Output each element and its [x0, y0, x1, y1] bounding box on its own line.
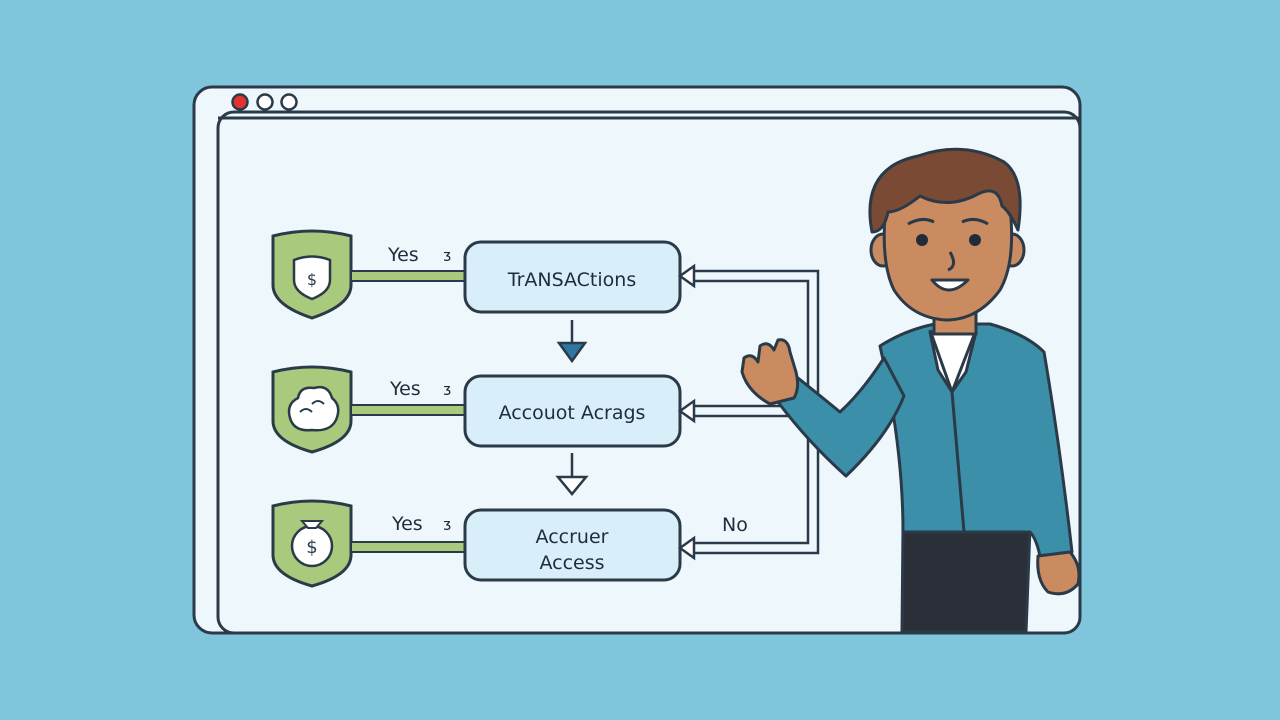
- down-arrow: [555, 453, 589, 496]
- loop-arrow-head: [677, 263, 696, 289]
- down-arrow-head: [555, 475, 589, 496]
- step-box: [463, 508, 682, 582]
- no-label: No: [722, 514, 748, 536]
- person-hair: [868, 147, 1022, 234]
- money-bag-top: [299, 520, 325, 529]
- dollar-sign-icon: $: [306, 537, 317, 558]
- person-lapel: [928, 329, 978, 533]
- minimize-dot[interactable]: [256, 93, 274, 111]
- person-jacket: [878, 322, 1074, 558]
- window-front-panel: [216, 110, 1082, 635]
- step-box-label: Accouot Acrags: [499, 402, 646, 424]
- yes-connector: [350, 541, 466, 553]
- down-arrow-head: [556, 341, 588, 364]
- person-resting-hand: [1036, 550, 1081, 596]
- person-brow: [907, 217, 935, 226]
- flow-step: Yes ᴣ Accouot Acrags: [271, 365, 682, 454]
- close-dot[interactable]: [231, 93, 249, 111]
- yes-label: Yes: [391, 513, 423, 535]
- flow-diagram: $ Yes ᴣ TrANSACtions Yes ᴣ Accouot Acrag…: [271, 229, 820, 588]
- browser-window: [192, 85, 1082, 635]
- money-stack-detail: [299, 400, 325, 413]
- loop-arrow-head: [677, 535, 696, 561]
- flow-step: $ Yes ᴣ TrANSACtions: [271, 229, 682, 320]
- down-arrow: [556, 320, 588, 364]
- person-eye: [969, 234, 981, 246]
- person-raised-arm: [776, 356, 906, 478]
- flow-step: $ Yes ᴣ Accruer Access: [271, 499, 682, 588]
- loop-arrow-head: [677, 398, 696, 424]
- yes-label: Yes: [389, 378, 421, 400]
- person-brow: [961, 217, 989, 226]
- step-box-label: TrANSACtions: [507, 269, 636, 291]
- person-pants: [900, 526, 1032, 634]
- money-stack-inner-icon: [287, 385, 340, 432]
- maximize-dot[interactable]: [280, 93, 298, 111]
- step-box-label-line2: Access: [539, 552, 604, 574]
- yes-connector: [350, 404, 466, 416]
- presenter-person-icon: [740, 147, 1081, 634]
- yes-connector: [350, 270, 466, 282]
- person-smile: [930, 278, 970, 292]
- person-nose: [947, 251, 955, 272]
- dollar-shield-inner-icon: [292, 255, 332, 301]
- yes-mark: ᴣ: [443, 380, 451, 399]
- step-box-label-line1: Accruer: [536, 526, 609, 548]
- yes-mark: ᴣ: [443, 246, 451, 265]
- yes-label: Yes: [387, 244, 419, 266]
- person-waving-hand: [740, 338, 800, 406]
- dollar-sign-icon: $: [307, 270, 317, 289]
- yes-mark: ᴣ: [443, 515, 451, 534]
- person-eye: [916, 234, 928, 246]
